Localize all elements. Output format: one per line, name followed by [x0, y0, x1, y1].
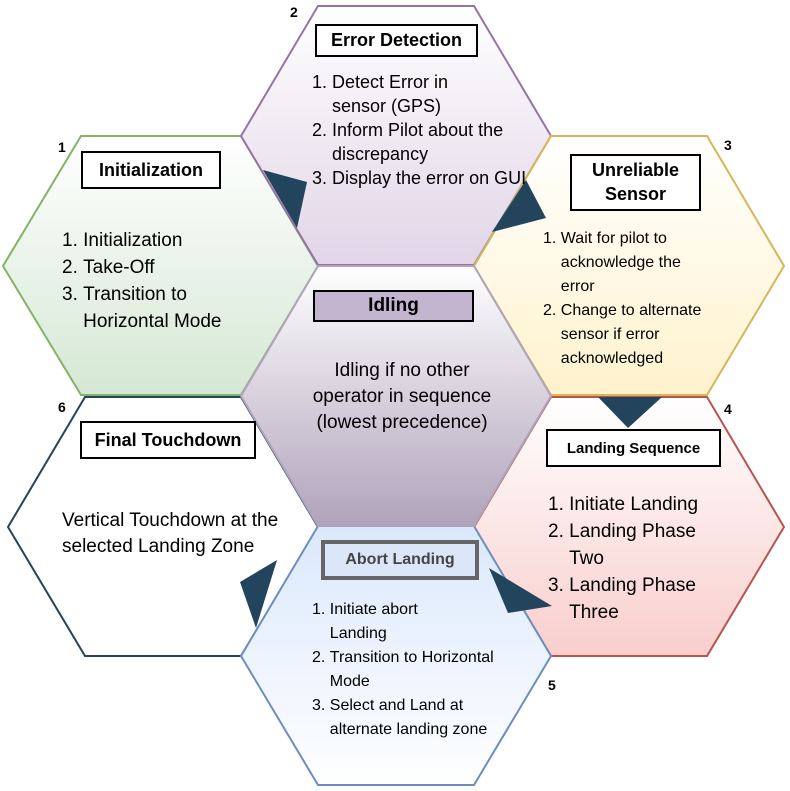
- step-number-4: 4: [724, 401, 732, 417]
- list-item: 3. Transition to Horizontal Mode: [62, 284, 222, 332]
- title-final-touchdown: Final Touchdown: [80, 421, 256, 459]
- list-item: 1. Initialization: [62, 230, 183, 251]
- arrow-unreliable-sensor-to-landing-sequence: [598, 397, 662, 428]
- title-abort-landing: Abort Landing: [321, 540, 479, 580]
- initialization-steps: 1. Initialization 2. Take-Off 3. Transit…: [62, 227, 277, 335]
- step-number-1: 1: [58, 139, 66, 155]
- list-item: 2. Inform Pilot about the discrepancy: [312, 120, 504, 164]
- step-number-6: 6: [58, 399, 66, 415]
- final-touchdown-text: Vertical Touchdown at the selected Landi…: [62, 510, 279, 557]
- list-item: 1. Wait for pilot to acknowledge the err…: [543, 230, 681, 295]
- idling-text: Idling if no other operator in sequence …: [312, 360, 492, 433]
- title-error-detection: Error Detection: [315, 24, 478, 57]
- title-initialization: Initialization: [81, 151, 221, 189]
- abort-landing-steps: 1. Initiate abort Landing 2. Transition …: [312, 598, 512, 742]
- unreliable-sensor-steps: 1. Wait for pilot to acknowledge the err…: [543, 227, 751, 371]
- title-landing-sequence: Landing Sequence: [546, 429, 721, 467]
- list-item: 3. Display the error on GUI: [312, 168, 527, 188]
- list-item: 2. Landing Phase Two: [548, 521, 696, 569]
- list-item: 2. Take-Off: [62, 257, 155, 278]
- error-detection-steps: 1. Detect Error in sensor (GPS) 2. Infor…: [312, 70, 527, 190]
- step-number-2: 2: [290, 4, 298, 20]
- arrow-landing-sequence-to-abort-landing: [489, 568, 552, 613]
- step-number-3: 3: [724, 137, 732, 153]
- list-item: 2. Transition to Horizontal Mode: [312, 649, 494, 690]
- title-idling: Idling: [313, 290, 474, 322]
- list-item: 2. Change to alternate sensor if error a…: [543, 302, 702, 367]
- landing-sequence-steps: 1. Initiate Landing 2. Landing Phase Two…: [548, 491, 748, 626]
- arrow-abort-landing-to-final-touchdown: [240, 560, 277, 628]
- hexagon-idling: [239, 265, 553, 527]
- title-unreliable-sensor: Unreliable Sensor: [570, 154, 701, 211]
- list-item: 3. Select and Land at alternate landing …: [312, 697, 488, 738]
- arrow-initialization-to-error-detection: [263, 170, 307, 228]
- step-number-5: 5: [548, 677, 556, 693]
- list-item: 1. Initiate abort Landing: [312, 601, 418, 642]
- list-item: 1. Initiate Landing: [548, 494, 699, 515]
- arrow-error-detection-to-unreliable-sensor: [492, 180, 546, 232]
- list-item: 1. Detect Error in sensor (GPS): [312, 72, 449, 116]
- list-item: 3. Landing Phase Three: [548, 575, 696, 623]
